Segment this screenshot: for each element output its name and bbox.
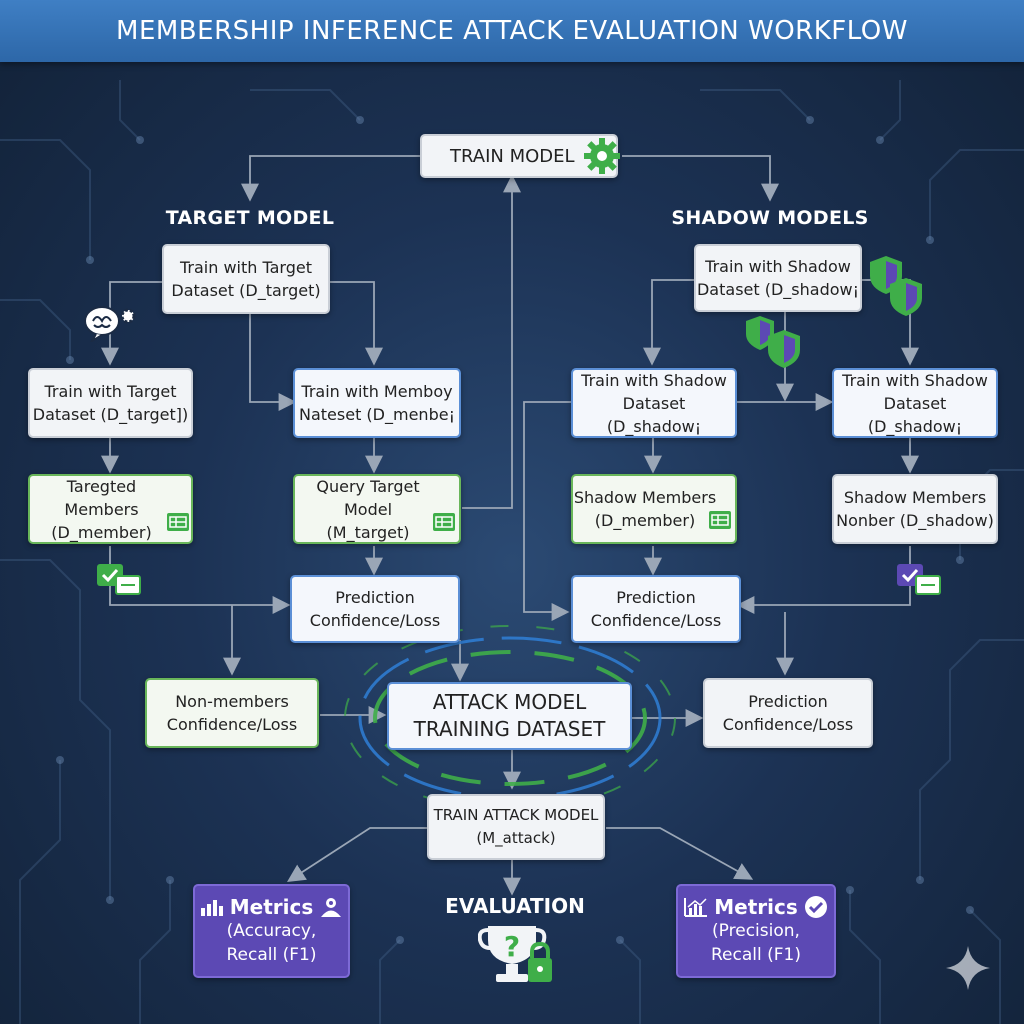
node-line: Train with Shadow (705, 257, 851, 276)
node-line: Dataset (D_target) (171, 281, 321, 300)
metrics-right-node: Metrics (Precision, Recall (F1) (676, 884, 836, 978)
train-attack-node: TRAIN ATTACK MODEL (M_attack) (427, 794, 605, 860)
brain-gear-icon (84, 306, 136, 342)
svg-text:?: ? (504, 930, 520, 963)
metrics-left-title: Metrics (229, 895, 314, 919)
target-train-member-node: Train with Memboy Nateset (D_menbe¡ (293, 368, 461, 438)
node-line: Prediction (748, 692, 828, 711)
sparkle-icon (946, 946, 990, 990)
train-model-node: TRAIN MODEL (420, 134, 618, 178)
targeted-members-node: Taregted Members (D_member) (28, 474, 193, 544)
node-line: Train with Target (44, 382, 177, 401)
node-line: Dataset (D_shadow¡ (606, 393, 702, 436)
node-line: Nateset (D_menbe¡ (299, 405, 455, 424)
right-prediction-node: Prediction Confidence/Loss (703, 678, 873, 748)
node-line: Dataset (D_target]) (32, 405, 189, 424)
shadow-nonmembers-node: Shadow Members Nonber (D_shadow) (832, 474, 998, 544)
metrics-left-node: Metrics (Accuracy, Recall (F1) (193, 884, 350, 978)
node-line: Confidence/Loss (590, 611, 722, 630)
node-line: Confidence/Loss (309, 611, 441, 630)
target-model-heading: TARGET MODEL (165, 207, 335, 229)
node-line: Dataset (D_shadow¡ (867, 393, 963, 436)
node-line: Confidence/Loss (722, 715, 854, 734)
shadow-train-right-node: Train with Shadow Dataset (D_shadow¡ (832, 368, 998, 438)
check-icon (97, 564, 141, 595)
node-line: (Precision, (712, 921, 800, 941)
node-line: Train with Shadow (581, 370, 727, 390)
shadow-members-node: Shadow Members (D_member) (571, 474, 737, 544)
target-train-left-node: Train with Target Dataset (D_target]) (28, 368, 193, 438)
chart-icon (684, 898, 708, 917)
node-line: (M_target) (326, 522, 410, 542)
target-train-top-node: Train with Target Dataset (D_target) (162, 244, 330, 314)
table-icon (709, 511, 731, 529)
node-line: TRAIN ATTACK MODEL (433, 806, 599, 824)
chart-icon (200, 900, 223, 916)
node-line: Train with Memboy (301, 382, 453, 401)
shadow-train-top-node: Train with Shadow Dataset (D_shadow¡ (694, 244, 862, 312)
target-prediction-node: Prediction Confidence/Loss (290, 575, 460, 643)
node-line: Query Target Model (316, 476, 420, 519)
metrics-right-title: Metrics (714, 895, 798, 919)
node-line: Dataset (D_shadow¡ (696, 280, 860, 299)
node-line: (D_member) (594, 511, 696, 530)
node-line: Recall (F1) (711, 945, 801, 965)
node-line: (D_member) (51, 522, 152, 542)
non-members-node: Non-members Confidence/Loss (145, 678, 319, 748)
lock-icon (528, 941, 552, 982)
node-line: Confidence/Loss (166, 715, 298, 734)
metrics-left-head: Metrics (200, 895, 344, 919)
node-line: Shadow Members (843, 488, 987, 507)
query-target-node: Query Target Model (M_target) (293, 474, 461, 544)
shield-icon (746, 316, 800, 368)
train-model-label: TRAIN MODEL (450, 145, 575, 167)
node-line: Prediction (335, 588, 415, 607)
shadow-prediction-node: Prediction Confidence/Loss (571, 575, 741, 643)
node-line: Train with Shadow (842, 370, 988, 390)
evaluation-heading: EVALUATION (445, 894, 585, 918)
node-line: Recall (F1) (226, 945, 317, 965)
table-icon (167, 513, 189, 531)
gear-icon (584, 138, 620, 174)
table-icon (433, 513, 455, 531)
metrics-right-head: Metrics (684, 895, 828, 919)
node-line: Nonber (D_shadow) (836, 511, 994, 530)
node-line: Prediction (616, 588, 696, 607)
shadow-models-heading: SHADOW MODELS (671, 207, 869, 229)
node-line: Taregted Members (64, 476, 139, 519)
shadow-train-mid-node: Train with Shadow Dataset (D_shadow¡ (571, 368, 737, 438)
check-icon (897, 564, 941, 595)
node-line: Non-members (175, 692, 289, 711)
node-line: TRAINING DATASET (413, 717, 606, 741)
node-line: Train with Target (179, 258, 312, 277)
attack-dataset-node: ATTACK MODEL TRAINING DATASET (387, 682, 632, 750)
check-circle-icon (804, 896, 827, 918)
user-gear-icon (321, 898, 342, 917)
shield-icon (870, 256, 922, 316)
trophy-question-icon: ? (478, 926, 552, 982)
page-title: MEMBERSHIP INFERENCE ATTACK EVALUATION W… (0, 0, 1024, 62)
node-line: (M_attack) (476, 829, 556, 847)
node-line: Shadow Members (573, 488, 717, 507)
node-line: ATTACK MODEL (432, 690, 587, 714)
node-line: (Accuracy, (226, 921, 317, 941)
